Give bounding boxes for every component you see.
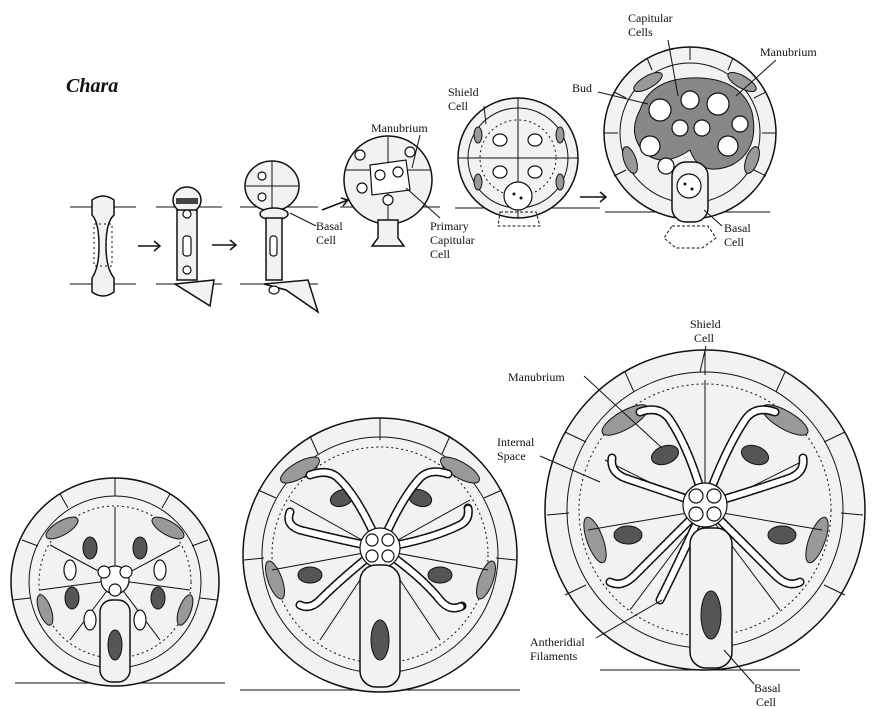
label-primary-capitular-cell: Primary bbox=[430, 219, 469, 233]
label-shield-cell-top-2: Cell bbox=[448, 99, 469, 113]
label-shield-cell-bottom-2: Cell bbox=[694, 331, 715, 345]
label-shield-cell-bottom: Shield bbox=[690, 317, 721, 331]
stage-3 bbox=[240, 161, 318, 312]
label-basal-cell-bottom-2: Cell bbox=[756, 695, 777, 709]
label-basal-cell-left: Basal bbox=[316, 219, 343, 233]
label-internal-space-2: Space bbox=[497, 449, 526, 463]
bottom-stage-c bbox=[545, 350, 865, 670]
label-basal-cell-right: Basal bbox=[724, 221, 751, 235]
label-basal-cell-bottom: Basal bbox=[754, 681, 781, 695]
bottom-stage-a bbox=[11, 478, 225, 686]
label-antheridial-filaments-2: Filaments bbox=[530, 649, 578, 663]
label-basal-cell-right-2: Cell bbox=[724, 235, 745, 249]
label-primary-capitular-cell-2: Capitular bbox=[430, 233, 475, 247]
label-shield-cell-top: Shield bbox=[448, 85, 479, 99]
label-capitular-cells-2: Cells bbox=[628, 25, 653, 39]
stage-1 bbox=[70, 196, 136, 296]
label-internal-space: Internal bbox=[497, 435, 535, 449]
label-capitular-cells: Capitular bbox=[628, 11, 673, 25]
bottom-stage-b bbox=[240, 418, 520, 692]
stage-2 bbox=[156, 187, 222, 306]
label-manubrium-bottom: Manubrium bbox=[508, 370, 565, 384]
stage-5 bbox=[455, 98, 600, 226]
label-bud: Bud bbox=[572, 81, 592, 95]
label-manubrium-mid: Manubrium bbox=[371, 121, 428, 135]
label-primary-capitular-cell-3: Cell bbox=[430, 247, 451, 261]
diagram-title: Chara bbox=[66, 75, 118, 97]
label-antheridial-filaments: Antheridial bbox=[530, 635, 585, 649]
label-basal-cell-left-2: Cell bbox=[316, 233, 337, 247]
stage-6 bbox=[604, 47, 776, 248]
stage-4 bbox=[340, 136, 440, 246]
label-manubrium-top-right: Manubrium bbox=[760, 45, 817, 59]
